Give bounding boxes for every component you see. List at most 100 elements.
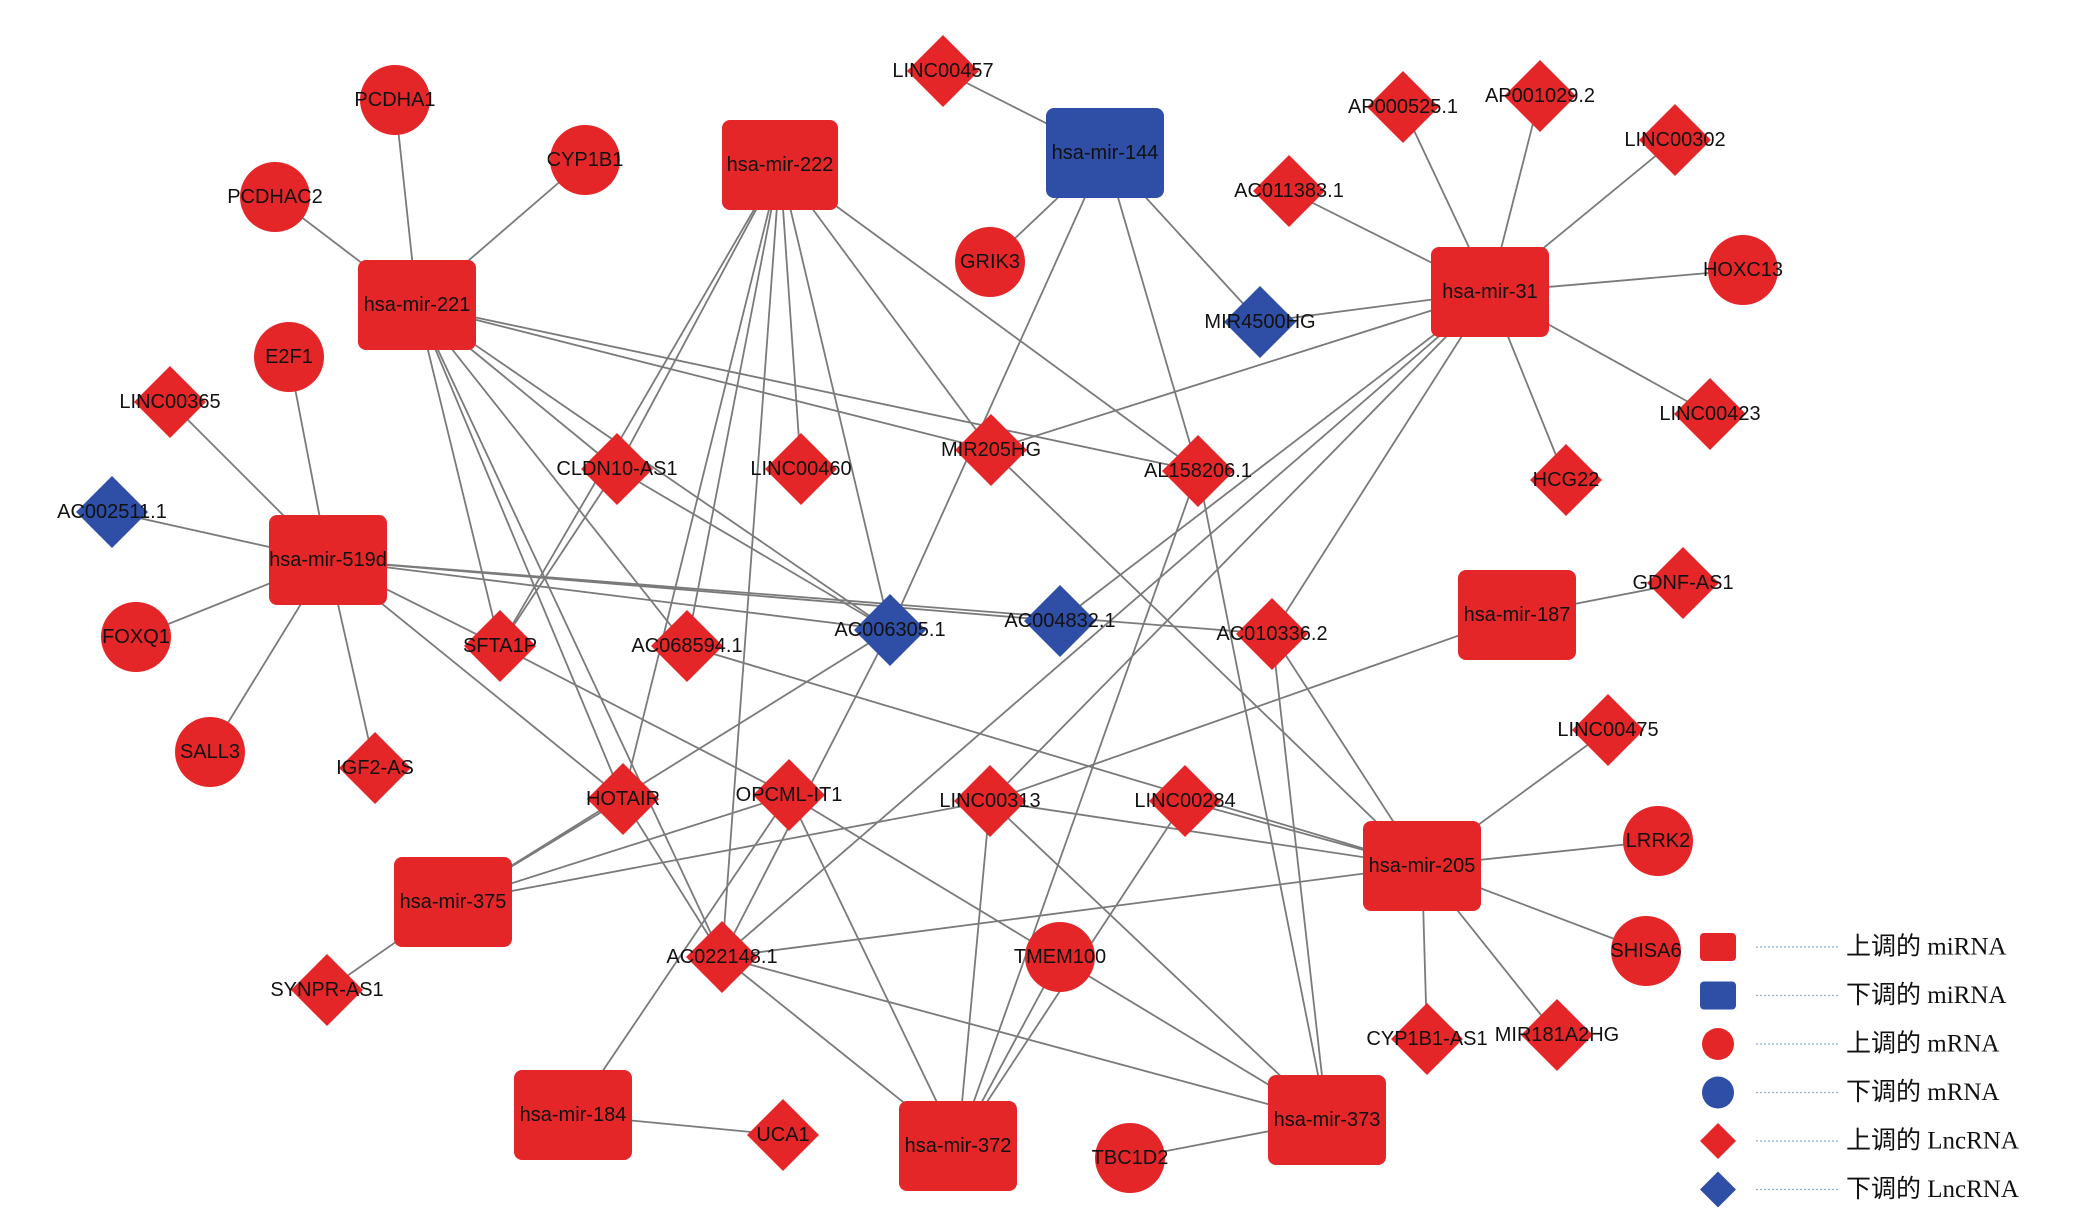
node-al158206-1[interactable]: AL158206.1 (1144, 435, 1252, 507)
node-igf2-as[interactable]: IGF2-AS (336, 732, 414, 804)
opcml-it1-lncrna-node[interactable] (753, 759, 825, 831)
mir205hg-lncrna-node[interactable] (955, 414, 1027, 486)
uca1-lncrna-node[interactable] (747, 1099, 819, 1171)
node-shisa6[interactable]: SHISA6 (1610, 916, 1682, 986)
ap000525-1-lncrna-node[interactable] (1367, 71, 1439, 143)
hoxc13-mrna-node[interactable] (1708, 235, 1778, 305)
node-hsa-mir-519d[interactable]: hsa-mir-519d (269, 515, 387, 605)
node-hsa-mir-205[interactable]: hsa-mir-205 (1363, 821, 1481, 911)
tbc1d2-mrna-node[interactable] (1095, 1123, 1165, 1193)
node-ap000525-1[interactable]: AP000525.1 (1348, 71, 1458, 143)
hsa-mir-221-mirna-node[interactable] (358, 260, 476, 350)
lrrk2-mrna-node[interactable] (1623, 806, 1693, 876)
node-hsa-mir-144[interactable]: hsa-mir-144 (1046, 108, 1164, 198)
node-grik3[interactable]: GRIK3 (955, 227, 1025, 297)
node-ac010336-2[interactable]: AC010336.2 (1216, 598, 1328, 670)
node-linc00302[interactable]: LINC00302 (1624, 104, 1726, 176)
cyp1b1-mrna-node[interactable] (550, 125, 620, 195)
shisa6-mrna-node[interactable] (1611, 916, 1681, 986)
cldn10-as1-lncrna-node[interactable] (581, 433, 653, 505)
node-hsa-mir-184[interactable]: hsa-mir-184 (514, 1070, 632, 1160)
node-hsa-mir-187[interactable]: hsa-mir-187 (1458, 570, 1576, 660)
node-gdnf-as1[interactable]: GDNF-AS1 (1632, 547, 1734, 619)
node-ac004832-1[interactable]: AC004832.1 (1004, 585, 1116, 657)
node-linc00460[interactable]: LINC00460 (750, 433, 852, 505)
ap001029-2-lncrna-node[interactable] (1504, 60, 1576, 132)
sfta1p-lncrna-node[interactable] (464, 610, 536, 682)
node-mir205hg[interactable]: MIR205HG (941, 414, 1041, 486)
ac006305-1-lncrna-node[interactable] (854, 594, 926, 666)
linc00423-lncrna-node[interactable] (1674, 378, 1746, 450)
node-uca1[interactable]: UCA1 (747, 1099, 819, 1171)
tmem100-mrna-node[interactable] (1025, 922, 1095, 992)
hotair-lncrna-node[interactable] (587, 763, 659, 835)
node-ap001029-2[interactable]: AP001029.2 (1485, 60, 1595, 132)
hsa-mir-144-mirna-node[interactable] (1046, 108, 1164, 198)
node-tbc1d2[interactable]: TBC1D2 (1092, 1123, 1169, 1193)
node-sall3[interactable]: SALL3 (175, 717, 245, 787)
node-ac011383-1[interactable]: AC011383.1 (1234, 155, 1344, 227)
foxq1-mrna-node[interactable] (101, 602, 171, 672)
node-ac022148-1[interactable]: AC022148.1 (666, 921, 778, 993)
ac002511-1-lncrna-node[interactable] (76, 476, 148, 548)
node-hotair[interactable]: HOTAIR (586, 763, 660, 835)
mir181a2hg-lncrna-node[interactable] (1521, 999, 1593, 1071)
hsa-mir-372-mirna-node[interactable] (899, 1101, 1017, 1191)
node-hoxc13[interactable]: HOXC13 (1703, 235, 1783, 305)
ac010336-2-lncrna-node[interactable] (1236, 598, 1308, 670)
node-foxq1[interactable]: FOXQ1 (101, 602, 171, 672)
cyp1b1-as1-lncrna-node[interactable] (1391, 1003, 1463, 1075)
linc00284-lncrna-node[interactable] (1149, 765, 1221, 837)
grik3-mrna-node[interactable] (955, 227, 1025, 297)
ac011383-1-lncrna-node[interactable] (1253, 155, 1325, 227)
node-cyp1b1-as1[interactable]: CYP1B1-AS1 (1366, 1003, 1488, 1075)
al158206-1-lncrna-node[interactable] (1162, 435, 1234, 507)
node-e2f1[interactable]: E2F1 (254, 322, 324, 392)
hsa-mir-184-mirna-node[interactable] (514, 1070, 632, 1160)
node-linc00457[interactable]: LINC00457 (892, 35, 994, 107)
hsa-mir-31-mirna-node[interactable] (1431, 247, 1549, 337)
ac022148-1-lncrna-node[interactable] (686, 921, 758, 993)
e2f1-mrna-node[interactable] (254, 322, 324, 392)
node-pcdha1[interactable]: PCDHA1 (354, 65, 436, 135)
linc00313-lncrna-node[interactable] (954, 765, 1026, 837)
linc00460-lncrna-node[interactable] (765, 433, 837, 505)
hcg22-lncrna-node[interactable] (1530, 444, 1602, 516)
hsa-mir-187-mirna-node[interactable] (1458, 570, 1576, 660)
node-mir181a2hg[interactable]: MIR181A2HG (1495, 999, 1620, 1071)
hsa-mir-222-mirna-node[interactable] (722, 120, 838, 210)
node-ac002511-1[interactable]: AC002511.1 (57, 476, 167, 548)
node-cyp1b1[interactable]: CYP1B1 (547, 125, 624, 195)
hsa-mir-373-mirna-node[interactable] (1268, 1075, 1386, 1165)
node-synpr-as1[interactable]: SYNPR-AS1 (270, 954, 384, 1026)
node-hsa-mir-372[interactable]: hsa-mir-372 (899, 1101, 1017, 1191)
node-cldn10-as1[interactable]: CLDN10-AS1 (556, 433, 678, 505)
node-tmem100[interactable]: TMEM100 (1014, 922, 1106, 992)
pcdha1-mrna-node[interactable] (360, 65, 430, 135)
node-mir4500hg[interactable]: MIR4500HG (1204, 286, 1316, 358)
pcdhac2-mrna-node[interactable] (240, 162, 310, 232)
synpr-as1-lncrna-node[interactable] (291, 954, 363, 1026)
node-linc00423[interactable]: LINC00423 (1659, 378, 1761, 450)
node-hsa-mir-222[interactable]: hsa-mir-222 (722, 120, 838, 210)
linc00457-lncrna-node[interactable] (907, 35, 979, 107)
hsa-mir-375-mirna-node[interactable] (394, 857, 512, 947)
node-linc00475[interactable]: LINC00475 (1557, 694, 1659, 766)
sall3-mrna-node[interactable] (175, 717, 245, 787)
node-hsa-mir-31[interactable]: hsa-mir-31 (1431, 247, 1549, 337)
mir4500hg-lncrna-node[interactable] (1224, 286, 1296, 358)
node-lrrk2[interactable]: LRRK2 (1623, 806, 1693, 876)
node-hsa-mir-221[interactable]: hsa-mir-221 (358, 260, 476, 350)
gdnf-as1-lncrna-node[interactable] (1647, 547, 1719, 619)
node-hcg22[interactable]: HCG22 (1530, 444, 1602, 516)
linc00475-lncrna-node[interactable] (1572, 694, 1644, 766)
linc00365-lncrna-node[interactable] (134, 366, 206, 438)
node-hsa-mir-373[interactable]: hsa-mir-373 (1268, 1075, 1386, 1165)
node-opcml-it1[interactable]: OPCML-IT1 (736, 759, 843, 831)
node-hsa-mir-375[interactable]: hsa-mir-375 (394, 857, 512, 947)
ac004832-1-lncrna-node[interactable] (1024, 585, 1096, 657)
hsa-mir-205-mirna-node[interactable] (1363, 821, 1481, 911)
node-ac006305-1[interactable]: AC006305.1 (834, 594, 946, 666)
linc00302-lncrna-node[interactable] (1639, 104, 1711, 176)
hsa-mir-519d-mirna-node[interactable] (269, 515, 387, 605)
